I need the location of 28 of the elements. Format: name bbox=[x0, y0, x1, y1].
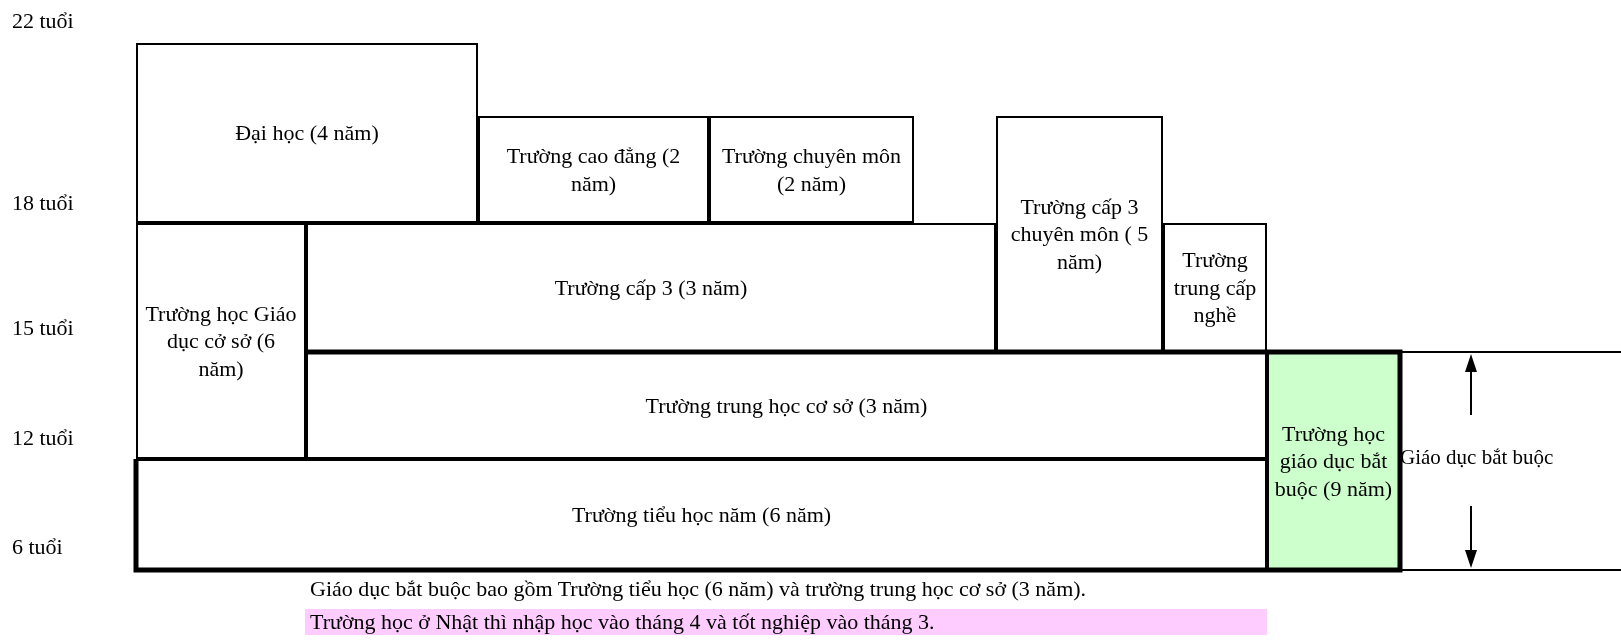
school-label: Trường trung học cơ sở (3 năm) bbox=[645, 391, 928, 420]
vocational-school-box bbox=[1163, 223, 1267, 352]
age-label: 6 tuổi bbox=[12, 534, 63, 561]
school-label: Trường tiểu học năm (6 năm) bbox=[571, 500, 832, 529]
school-label: Trường trung cấp nghề bbox=[1172, 246, 1258, 329]
school-label: Trường chuyên môn (2 năm) bbox=[720, 142, 903, 197]
middle-school-box bbox=[306, 352, 1267, 459]
primary-school-box bbox=[136, 459, 1267, 570]
school-label: Trường học giáo dục bắt buộc (9 năm) bbox=[1273, 419, 1394, 503]
dimension-label: Giáo dục bắt buộc bbox=[1400, 445, 1554, 471]
age-label: 22 tuổi bbox=[12, 8, 74, 35]
school-label: Đại học (4 năm) bbox=[235, 119, 379, 147]
basic-education-school-box bbox=[136, 223, 306, 459]
school-label: Trường cấp 3 (3 năm) bbox=[554, 273, 748, 302]
college-box bbox=[478, 116, 709, 223]
age-label: 15 tuổi bbox=[12, 315, 74, 342]
age-label: 18 tuổi bbox=[12, 190, 74, 217]
age-label: 12 tuổi bbox=[12, 425, 74, 452]
specialized-high-school-box bbox=[996, 116, 1163, 352]
compulsory-school-box bbox=[1267, 352, 1400, 570]
vocational-college-box bbox=[709, 116, 914, 223]
school-label: Trường cấp 3 chuyên môn ( 5 năm) bbox=[1009, 192, 1150, 276]
high-school-box bbox=[306, 223, 996, 352]
school-label: Trường học Giáo dục cở sở (6 năm) bbox=[144, 299, 298, 383]
school-label: Trường cao đẳng (2 năm) bbox=[505, 142, 682, 197]
note-text: Trường học ở Nhật thì nhập học vào tháng 4 và tốt nghiệp vào tháng 3. bbox=[305, 609, 1267, 636]
note-text: Giáo dục bắt buộc bao gồm Trường tiểu học (6 năm) và trường trung học cơ sở (3 năm). bbox=[310, 576, 1087, 603]
university-box bbox=[136, 43, 478, 223]
